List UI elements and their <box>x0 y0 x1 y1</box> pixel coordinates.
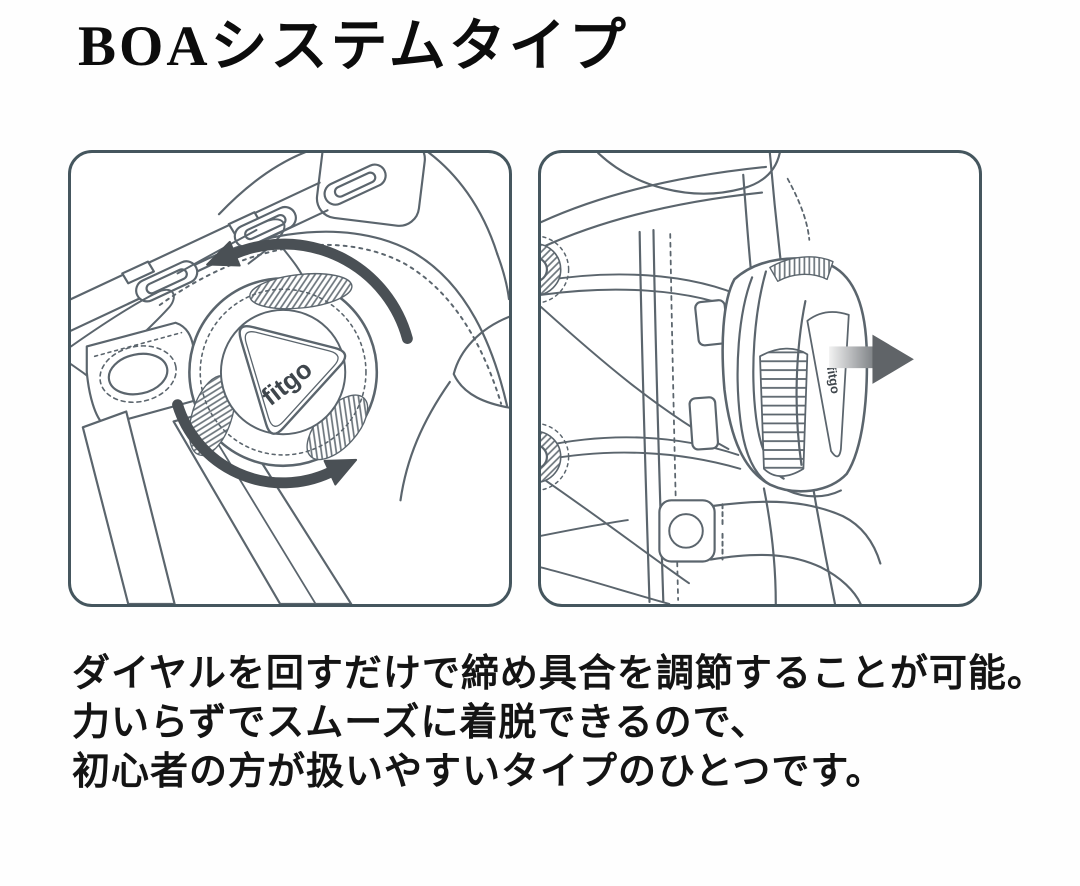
description-line: ダイヤルを回すだけで締め具合を調節することが可能。 <box>72 653 1046 695</box>
dial-pull-illustration: fitgo <box>538 150 982 607</box>
dial-knurl-top <box>769 256 834 283</box>
strap-with-hole <box>85 321 207 427</box>
rotation-arrow-upper-head-icon <box>206 240 241 267</box>
rotation-arrow-upper-icon <box>229 238 413 344</box>
boa-dial: fitgo <box>188 272 379 468</box>
dial-triangle-badge <box>238 325 347 435</box>
dial-rib-texture <box>759 347 809 478</box>
ankle-strap <box>658 487 882 604</box>
dial-mount-blocks <box>688 299 730 451</box>
strap-buckle <box>658 499 716 563</box>
rotation-arrow-lower-head-icon <box>323 458 358 486</box>
description-text: ダイヤルを回すだけで締め具合を調節することが可能。 力いらずでスムーズに着脱でき… <box>72 650 1052 797</box>
boot-dial-closeup-drawing: fitgo <box>71 153 509 604</box>
page-title: BOAシステムタイプ <box>78 15 629 78</box>
rotation-arrow-lower-icon <box>172 399 335 489</box>
pull-direction-arrow-icon <box>829 334 914 384</box>
description-line: 力いらずでスムーズに着脱できるので、 <box>72 702 770 744</box>
lace-guide-dials <box>541 235 570 491</box>
boot-outline-lines <box>541 153 837 604</box>
fitgo-logo-text-small: fitgo <box>824 365 844 395</box>
description-line: 初心者の方が扱いやすいタイプのひとつです。 <box>72 751 885 793</box>
boa-dial-side: fitgo <box>721 256 869 498</box>
illustration-panels: fitgo <box>68 150 982 607</box>
dial-rotation-illustration: fitgo <box>68 150 512 607</box>
boot-side-drawing: fitgo <box>541 153 914 604</box>
rotation-arrows-icon <box>172 238 413 489</box>
